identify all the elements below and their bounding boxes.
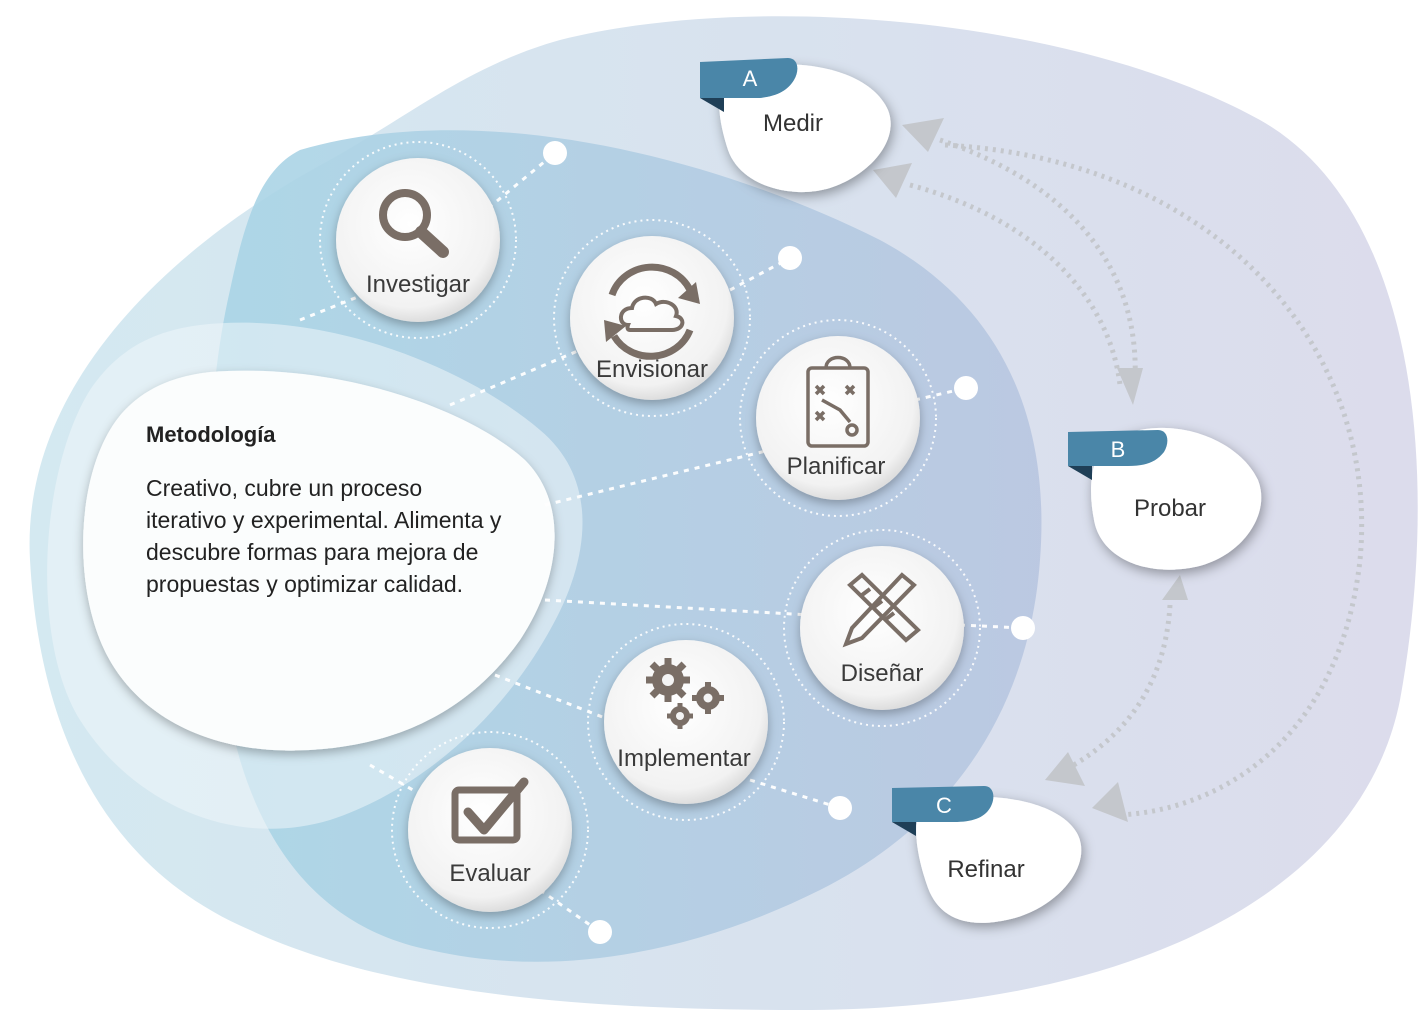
badge-c: [892, 786, 994, 822]
badge-tail: [1068, 466, 1092, 480]
methodology-description: Creativo, cubre un proceso iterativo y e…: [146, 475, 502, 597]
magnifier-icon: [379, 189, 449, 258]
cycle-label: Probar: [1134, 495, 1206, 522]
badge-letter: B: [1111, 437, 1126, 462]
methodology-title: Metodología: [146, 422, 276, 447]
cycle-stage-medir[interactable]: A Medir: [700, 58, 891, 193]
cycle-stage-probar[interactable]: B Probar: [1068, 427, 1262, 570]
step-envisionar[interactable]: Envisionar: [570, 236, 734, 400]
clipboard-plan-icon: [806, 355, 870, 448]
ruler-pencil-icon: [842, 572, 921, 648]
step-implementar[interactable]: Implementar: [604, 640, 768, 804]
methodology-bubble: [83, 370, 555, 751]
step-investigar[interactable]: Investigar: [336, 158, 500, 322]
gears-icon: [646, 658, 724, 729]
badge-letter: C: [936, 793, 952, 818]
badge-tail: [892, 822, 916, 836]
cycle-label: Refinar: [947, 856, 1024, 883]
methodology-text: Metodología Creativo, cubre un proceso i…: [146, 422, 506, 600]
cloud-cycle-icon: [604, 263, 700, 360]
step-label: Diseñar: [841, 660, 924, 687]
cycle-stage-refinar[interactable]: C Refinar: [892, 786, 1082, 923]
badge-letter: A: [743, 66, 758, 91]
cycle-arrows: [909, 137, 1365, 818]
step-rings: [319, 141, 981, 929]
connector-end-dots: [543, 141, 1035, 944]
cycle-arrowheads: [873, 118, 1188, 822]
step-label: Evaluar: [449, 860, 530, 887]
step-evaluar[interactable]: Evaluar: [408, 748, 572, 912]
badge-a: [700, 58, 798, 98]
step-label: Envisionar: [596, 356, 708, 383]
badge-b: [1068, 430, 1168, 466]
step-disenar[interactable]: Diseñar: [800, 546, 964, 710]
checkbox-icon: [451, 777, 529, 844]
badge-tail: [700, 98, 724, 112]
step-label: Investigar: [366, 271, 470, 298]
step-label: Planificar: [787, 453, 886, 480]
step-label: Implementar: [617, 745, 750, 772]
cycle-label: Medir: [763, 110, 823, 137]
step-planificar[interactable]: Planificar: [756, 336, 920, 500]
